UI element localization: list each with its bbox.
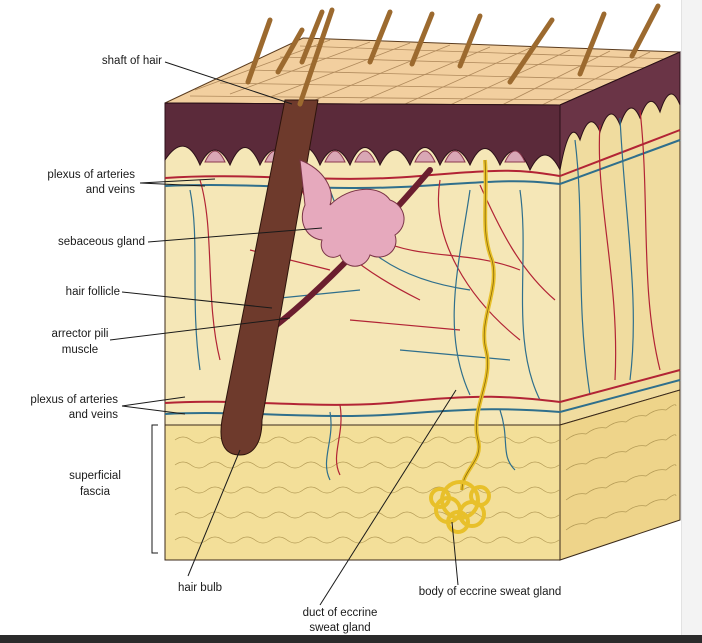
label-lower-plexus-line2: and veins <box>68 409 118 421</box>
hair-follicle <box>220 99 319 456</box>
fascia-bracket <box>151 424 158 554</box>
label-duct-line2: sweat gland <box>309 622 371 634</box>
bottom-bar <box>0 635 702 643</box>
label-arrector-pili-line1: arrector pili <box>51 328 109 340</box>
fascia-side <box>559 389 681 561</box>
label-upper-plexus-line2: and veins <box>85 184 135 196</box>
leader-lines <box>109 61 459 606</box>
label-body-sweat-gland: body of eccrine sweat gland <box>418 586 562 598</box>
label-lower-plexus-line1: plexus of arteries <box>30 394 118 406</box>
sebaceous-gland-shape <box>299 159 405 267</box>
label-shaft-of-hair: shaft of hair <box>101 55 162 67</box>
upper-artery <box>164 129 681 180</box>
hair-shafts <box>245 3 661 107</box>
label-hair-follicle: hair follicle <box>65 286 120 298</box>
label-upper-plexus-line1: plexus of arteries <box>47 169 135 181</box>
label-superficial-fascia-line2: fascia <box>79 486 111 498</box>
dermal-papillae <box>204 150 526 163</box>
label-hair-bulb: hair bulb <box>177 582 223 594</box>
sweat-duct-outline <box>461 159 495 491</box>
label-arrector-pili-line2: muscle <box>61 344 99 356</box>
label-sebaceous-gland: sebaceous gland <box>58 236 145 248</box>
skin-block <box>164 3 681 561</box>
epidermis-grid <box>189 39 671 107</box>
sweat-gland-body <box>429 480 491 534</box>
dermal-band-front <box>164 102 561 172</box>
label-superficial-fascia-line1: superficial <box>69 470 121 482</box>
scroll-edge <box>681 0 702 643</box>
label-duct-line1: duct of eccrine <box>302 607 378 619</box>
arrector-pili-muscle <box>267 167 433 333</box>
upper-plexus <box>164 129 681 189</box>
upper-vein <box>164 139 681 189</box>
